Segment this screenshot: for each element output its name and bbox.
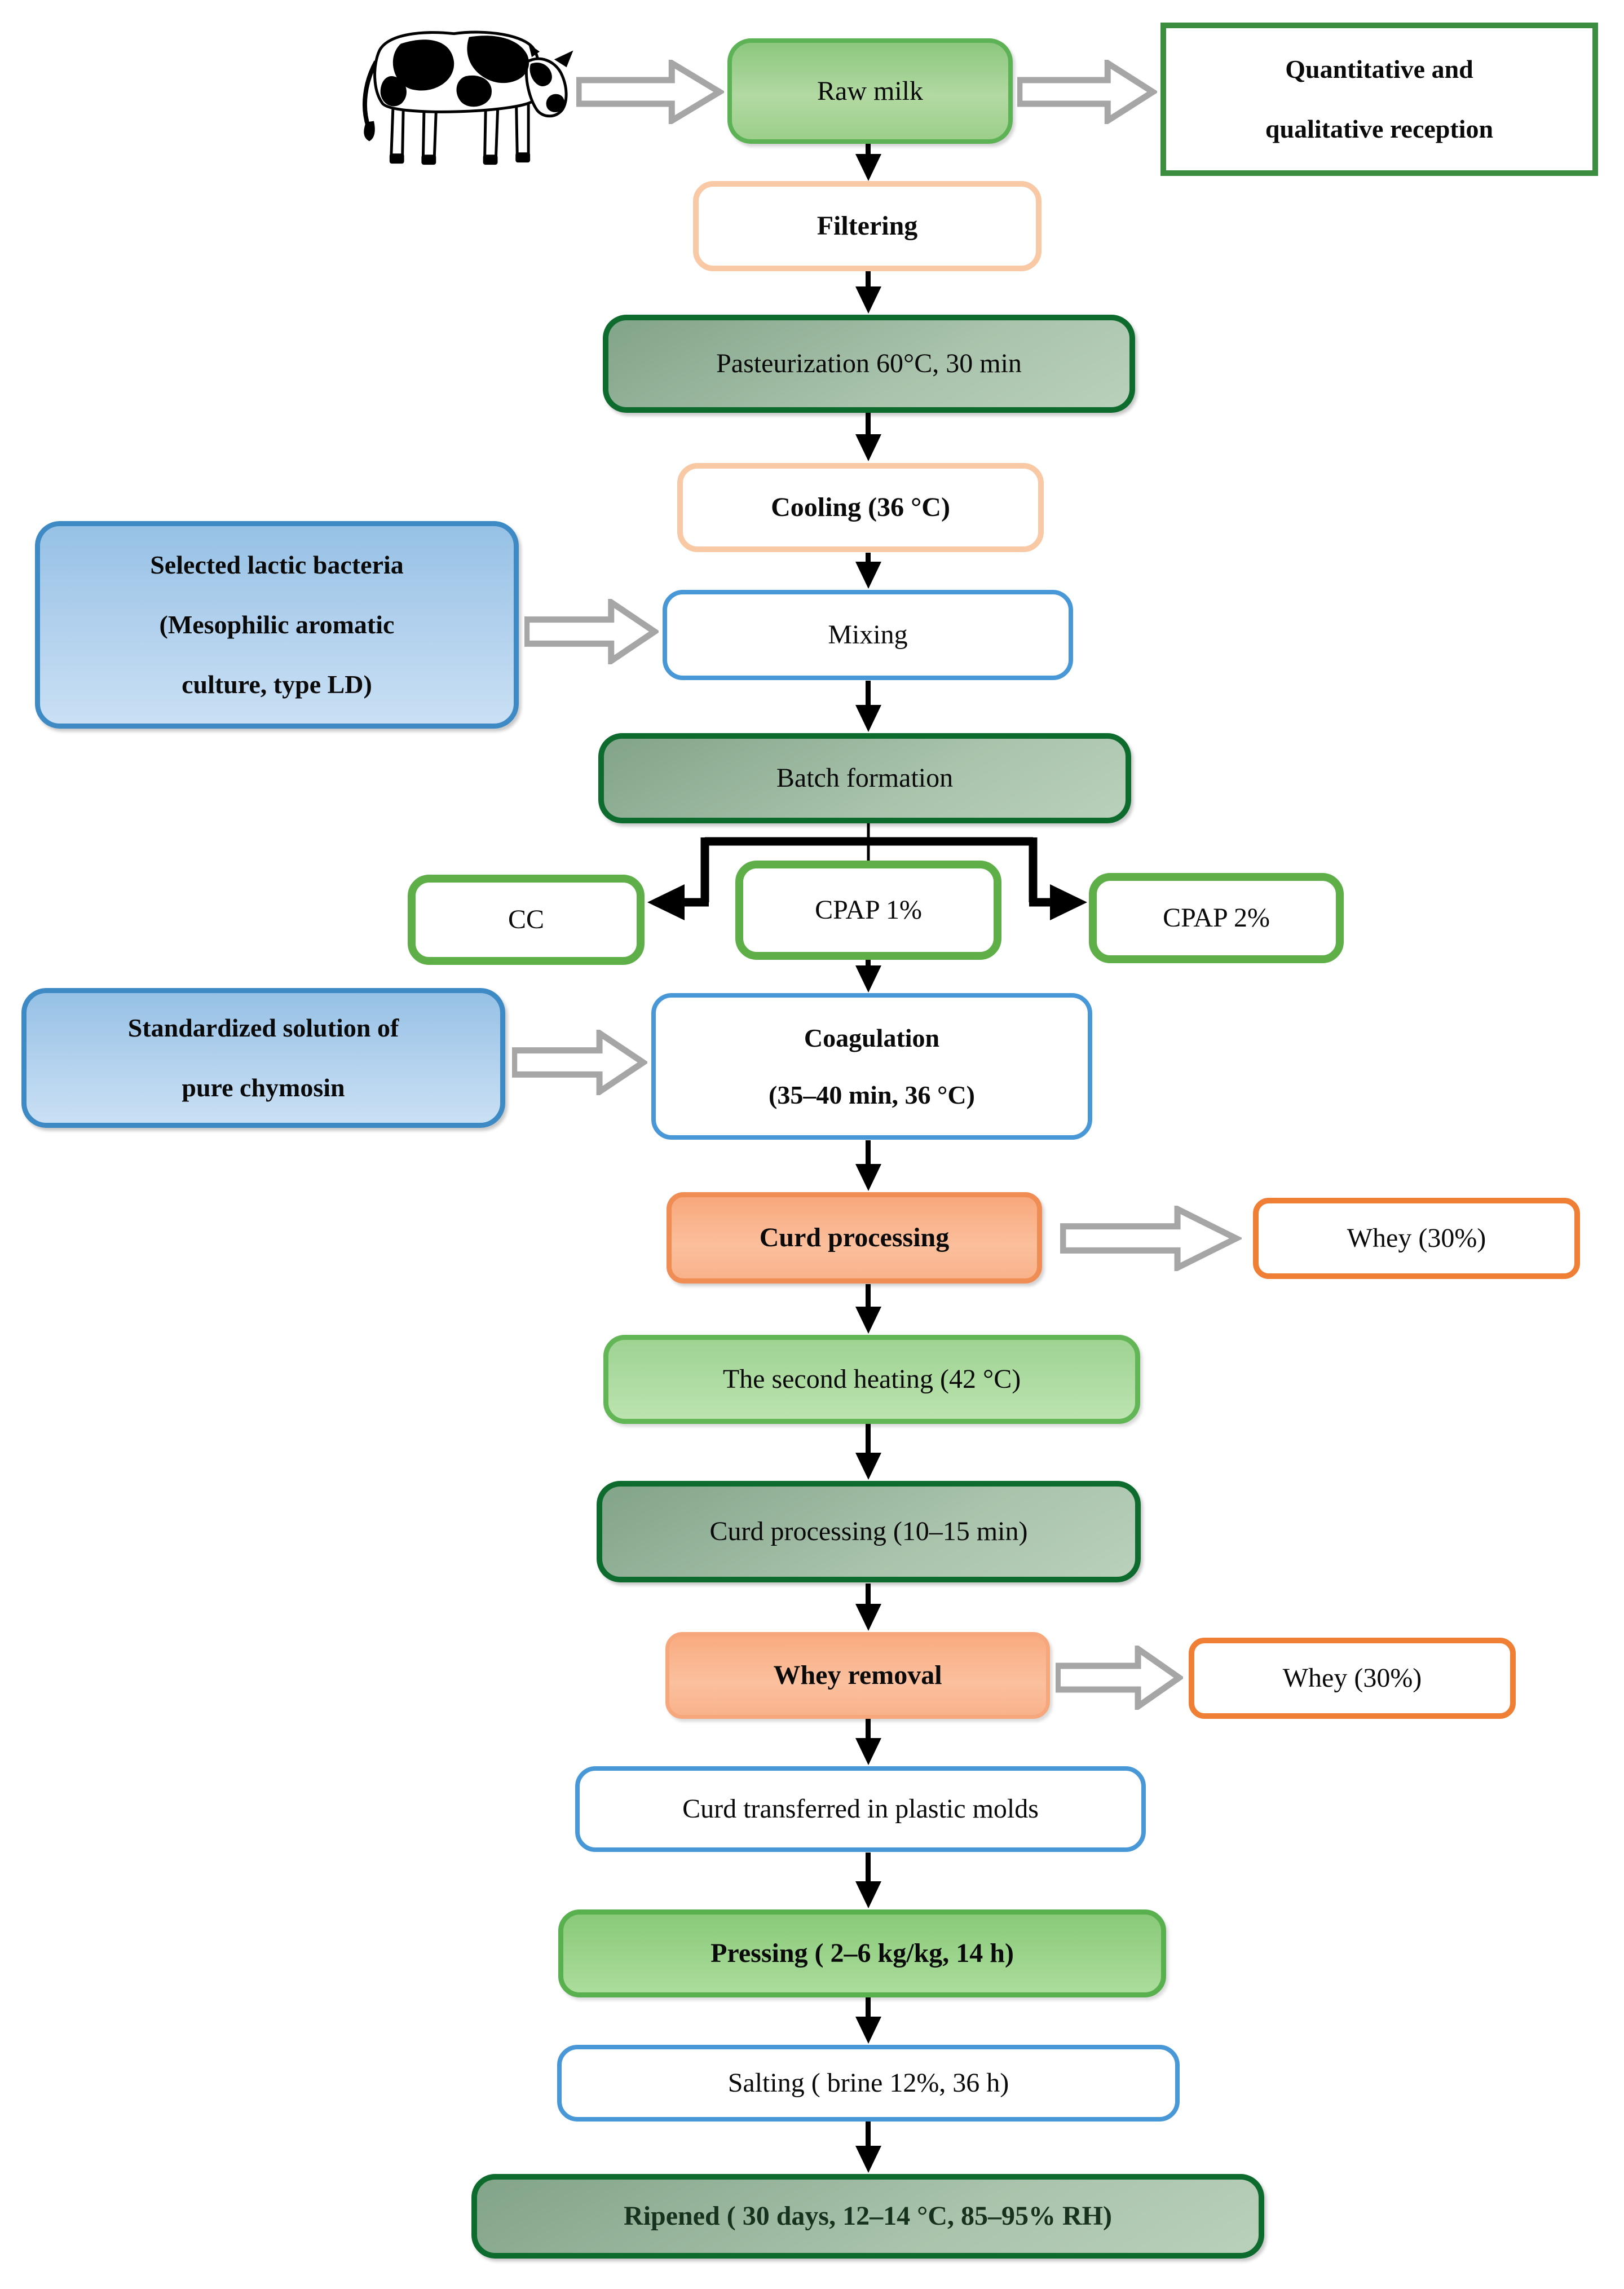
arrow-down-icon	[866, 144, 871, 155]
arrow-down-icon	[866, 1140, 871, 1165]
flow-arrow-chymosin-to-coagulation	[512, 1030, 647, 1095]
arrow-down-icon	[866, 1284, 871, 1308]
arrow-down-icon	[866, 1584, 871, 1605]
node-cpap-1: CPAP 1%	[735, 861, 1001, 960]
arrow-down-icon	[866, 2122, 871, 2147]
arrow-down-icon	[866, 681, 871, 706]
node-mixing: Mixing	[663, 590, 1073, 680]
node-second-heating: The second heating (42 °C)	[603, 1335, 1140, 1424]
node-filtering: Filtering	[693, 181, 1042, 271]
flow-arrow-cow-to-raw-milk	[576, 60, 724, 124]
arrow-down-icon	[866, 271, 871, 288]
node-cpap-2: CPAP 2%	[1089, 873, 1344, 963]
flow-arrow-bacteria-to-mixing	[524, 599, 659, 664]
node-cooling: Cooling (36 °C)	[677, 463, 1044, 552]
flow-arrow-curd-to-whey	[1060, 1206, 1242, 1271]
node-whey-30-1: Whey (30%)	[1253, 1198, 1580, 1279]
cow-image	[338, 10, 575, 173]
node-curd-transferred-molds: Curd transferred in plastic molds	[575, 1766, 1146, 1852]
node-batch-formation: Batch formation	[598, 733, 1131, 823]
flow-arrow-removal-to-whey	[1056, 1646, 1183, 1710]
node-whey-removal: Whey removal	[665, 1632, 1050, 1719]
node-pasteurization: Pasteurization 60°C, 30 min	[603, 315, 1135, 413]
node-quantitative-qualitative-reception: Quantitative and qualitative reception	[1160, 23, 1598, 176]
flow-arrow-raw-milk-to-reception	[1017, 60, 1157, 124]
node-whey-30-2: Whey (30%)	[1189, 1638, 1516, 1719]
node-curd-processing-10-15: Curd processing (10–15 min)	[597, 1481, 1141, 1582]
arrow-down-icon	[866, 413, 871, 435]
arrow-down-icon	[866, 1853, 871, 1882]
node-ripened: Ripened ( 30 days, 12–14 °C, 85–95% RH)	[471, 2174, 1264, 2259]
node-salting: Salting ( brine 12%, 36 h)	[557, 2045, 1180, 2122]
arrow-down-icon	[866, 1424, 871, 1454]
arrow-down-icon	[866, 553, 871, 563]
node-selected-lactic-bacteria: Selected lactic bacteria (Mesophilic aro…	[35, 521, 519, 729]
arrow-down-icon	[866, 960, 871, 967]
node-curd-processing: Curd processing	[667, 1192, 1042, 1284]
node-cc: CC	[408, 875, 645, 965]
arrow-down-icon	[866, 1719, 871, 1739]
node-standardized-chymosin: Standardized solution of pure chymosin	[21, 988, 505, 1128]
arrow-down-icon	[866, 1997, 871, 2018]
node-coagulation: Coagulation (35–40 min, 36 °C)	[651, 993, 1092, 1140]
node-raw-milk: Raw milk	[727, 38, 1013, 144]
node-pressing: Pressing ( 2–6 kg/kg, 14 h)	[558, 1909, 1166, 1997]
